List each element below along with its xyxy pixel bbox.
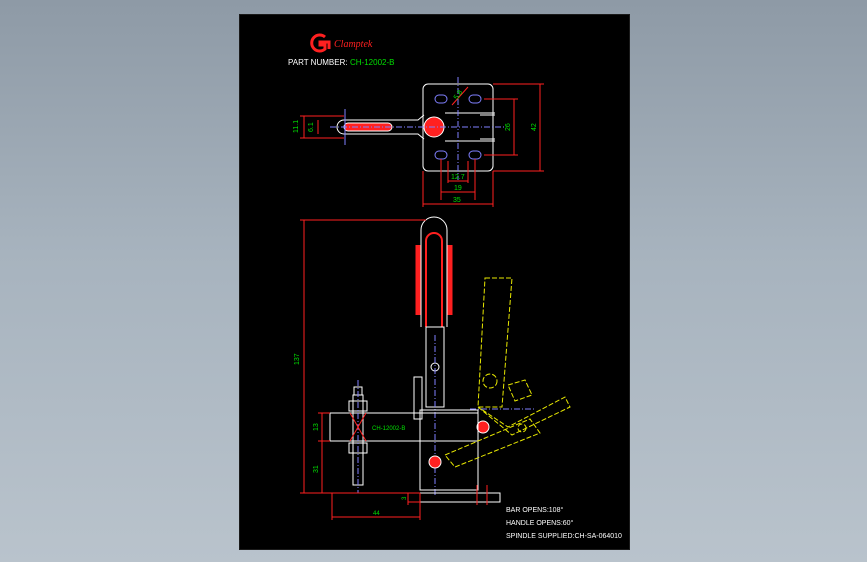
clamp-arm [329,412,479,442]
top-view: 11.1 6.1 26 42 5.8 12.7 19 [293,77,544,207]
technical-drawing: Clamptek PART NUMBER: CH-12002-B [288,33,622,540]
open-position-outline [444,277,571,468]
dim-31: 31 [313,465,320,473]
mount-slot-tl [434,94,448,104]
dim-3: 3 [402,496,408,500]
pivot-pin-lower [428,455,442,469]
dim-5-8: 5.8 [453,89,464,101]
mount-slot-br [468,150,482,160]
dim-137: 137 [294,353,301,365]
dim-6-1: 6.1 [308,122,315,132]
note-handle-opens: HANDLE OPENS:60° [506,519,574,527]
body-label: CH-12002-B [372,426,405,432]
dim-13: 13 [313,423,320,431]
base-foot [419,492,501,503]
part-number-value: CH-12002-B [350,58,394,67]
dim-42: 42 [531,123,538,131]
handle-grip [415,245,453,315]
dim-44: 44 [373,511,380,517]
side-view: CH-12002-B 137 [294,216,571,520]
dim-26: 26 [505,123,512,131]
mount-slot-bl [434,150,448,160]
mount-slot-tr [468,94,482,104]
pivot-pin-upper [476,420,490,434]
dim-19: 19 [454,185,462,192]
note-bar-opens: BAR OPENS:108° [506,506,563,514]
dim-11-1: 11.1 [293,120,300,133]
drawing-sheet: Clamptek PART NUMBER: CH-12002-B [239,14,630,550]
dim-12-7: 12.7 [451,174,465,181]
part-number-label: PART NUMBER: [288,58,348,67]
logo-mark-icon [310,33,331,53]
dim-35: 35 [453,197,461,204]
note-spindle: SPINDLE SUPPLIED:CH-SA-064010 [506,533,622,540]
base-block [419,409,479,491]
logo-text: Clamptek [334,39,373,50]
clamptek-logo: Clamptek [310,33,373,53]
